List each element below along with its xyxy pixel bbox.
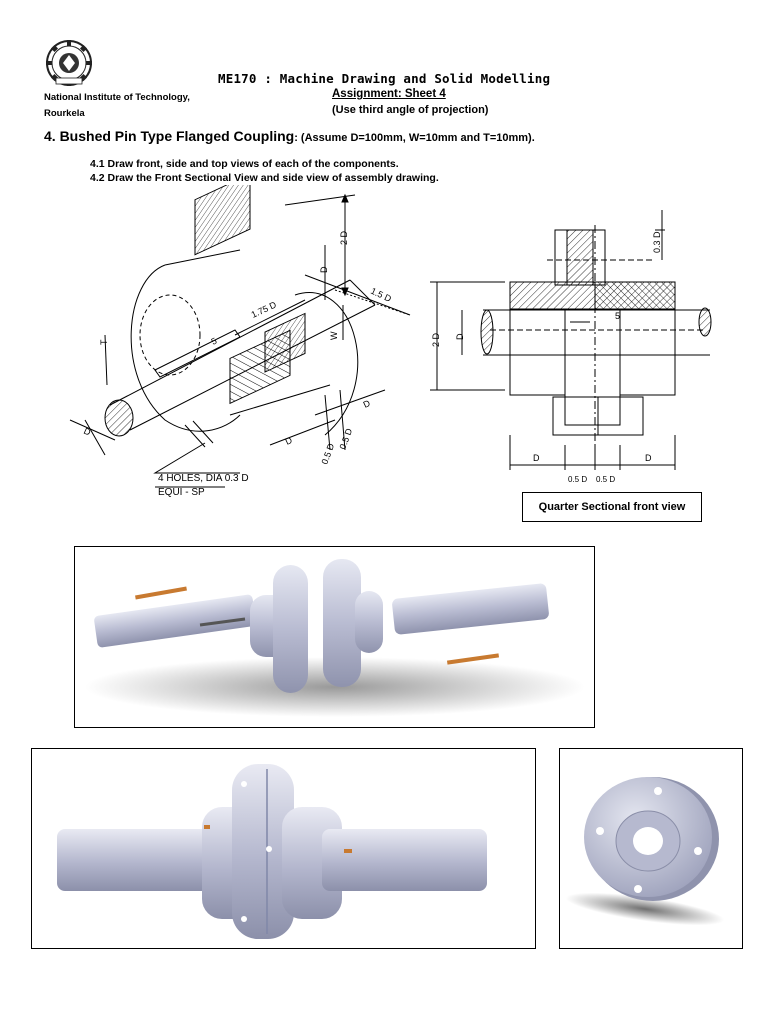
institute-logo-icon [46,40,92,86]
dim-1-5d: 1.5 D [369,286,393,304]
dim-2d-sectional: 2 D [431,332,441,347]
holes-note: 4 HOLES, DIA 0.3 D [158,473,249,484]
dim-5-sectional: 5 [615,311,620,321]
dim-d-bottom: D [284,435,295,447]
problem-heading: 4. Bushed Pin Type Flanged Coupling: (As… [44,128,535,146]
task-item: 4.2 Draw the Front Sectional View and si… [90,172,439,184]
dim-1-75d: 1.75 D [250,299,279,319]
dim-0-3d: 0.3 D [652,231,662,253]
sectional-view-caption: Quarter Sectional front view [522,492,702,522]
dim-d-bottom-left: D [533,453,540,463]
dim-2d: 2 D [339,230,349,245]
dim-t: T [99,339,109,345]
assembled-render-frame [31,748,536,949]
dim-d-bottom-right: D [645,453,652,463]
dim-d-top: D [319,266,329,273]
flange-render-frame [559,748,743,949]
isometric-view [69,185,411,488]
institute-city: Rourkela [44,108,85,119]
sectional-dimension-labels: 0.3 D 2 D D 5 D 0.5 D 0.5 D D [431,231,662,484]
assignment-title: Assignment: Sheet 4 [332,88,446,100]
institute-name: National Institute of Technology, [44,92,190,103]
dim-d-left: D [82,426,93,438]
dim-5: 5 [210,336,219,347]
dim-d-bore: D [455,333,465,340]
dim-d-right: D [362,398,373,410]
dim-0-5d-bottom: 0.5 D [596,475,615,484]
projection-note: (Use third angle of projection) [332,104,489,116]
dim-0-5d: 0.5 D [319,442,336,466]
dim-0-5d-bottom: 0.5 D [568,475,587,484]
exploded-render-frame [74,546,595,728]
sectional-front-view [430,210,712,470]
problem-title: 4. Bushed Pin Type Flanged Coupling [44,128,295,144]
flange-render-icon [565,777,725,926]
task-item: 4.1 Draw front, side and top views of ea… [90,158,399,170]
dim-w: W [329,331,339,340]
dim-0-5d: 0.5 D [337,427,354,451]
coupling-technical-drawing: 2 D D 1.5 D 1.75 D W T 5 D D D 0.5 D 0.5… [69,185,712,498]
course-title: ME170 : Machine Drawing and Solid Modell… [218,71,551,86]
exploded-coupling-render-icon [85,559,585,717]
equi-sp-note: EQUI - SP [158,487,205,498]
assembled-coupling-render-icon [57,764,487,939]
problem-assumption: : (Assume D=100mm, W=10mm and T=10mm). [294,132,535,144]
